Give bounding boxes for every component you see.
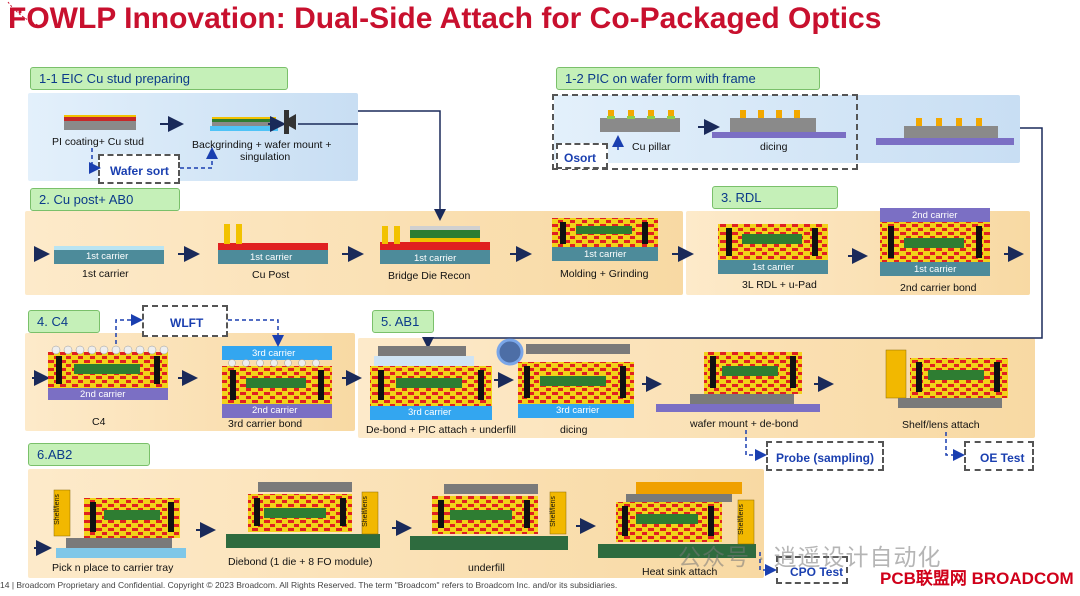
- caption-carrier3-bond: 3rd carrier bond: [228, 418, 303, 430]
- cpo-test-label: CPO Test: [790, 565, 844, 579]
- section-label-eic: 1-1 EIC Cu stud preparing: [30, 67, 288, 90]
- s5-dicing: [496, 338, 634, 418]
- shelf-lens-label: Shelf/lens: [53, 494, 61, 525]
- watermark-text: 公众号 · 逍遥设计自动化: [678, 544, 942, 570]
- carrier-label: 2nd carrier: [912, 210, 958, 221]
- caption-rdl: 3L RDL + u-Pad: [742, 279, 817, 291]
- caption-singulation: singulation: [240, 151, 291, 163]
- caption-diebond: Diebond (1 die + 8 FO module): [228, 556, 373, 568]
- s4-carrier3: [222, 346, 332, 418]
- caption-debond: De-bond + PIC attach + underfill: [366, 424, 517, 436]
- oe-test-label: OE Test: [980, 451, 1025, 465]
- eic-backgrind: [210, 117, 278, 131]
- shelf-lens-label: Shelf/lens: [361, 496, 369, 527]
- caption-dicing-pic: dicing: [760, 141, 788, 153]
- caption-underfill: underfill: [468, 562, 505, 574]
- caption-carrier1: 1st carrier: [82, 268, 129, 280]
- caption-molding: Molding + Grinding: [560, 268, 649, 280]
- pic-frame-box: [552, 94, 858, 170]
- osort-label: Osort: [564, 151, 597, 165]
- caption-bridge-recon: Bridge Die Recon: [388, 270, 471, 282]
- wlft-label: WLFT: [170, 316, 204, 330]
- carrier-label: 2nd carrier: [252, 405, 298, 416]
- wlft-box: WLFT: [142, 305, 228, 337]
- s2-cu-post: [218, 224, 328, 264]
- probe-box: Probe (sampling): [766, 441, 884, 471]
- caption-pi-coating: PI coating+ Cu stud: [52, 136, 144, 148]
- carrier-label: 1st carrier: [584, 249, 627, 260]
- carrier-label: 1st carrier: [250, 252, 293, 263]
- pic-mounted: [876, 118, 1014, 145]
- section-label-ab1: 5. AB1: [372, 310, 434, 333]
- carrier-label: 3rd carrier: [252, 348, 296, 359]
- s3-carrier2: [880, 208, 990, 276]
- cpo-test-box: CPO Test: [776, 556, 848, 584]
- page-title: FOWLP Innovation: Dual-Side Attach for C…: [8, 2, 882, 35]
- caption-c4: C4: [92, 416, 106, 428]
- s5-shelf-lens: [885, 349, 1008, 408]
- carrier-label: 1st carrier: [86, 251, 129, 262]
- caption-heat-sink: Heat sink attach: [642, 566, 718, 578]
- s2-bridge-recon: [380, 226, 490, 264]
- shelf-lens-label: Shelf/lens: [549, 496, 557, 527]
- shelf-lens-label: Shelf/lens: [737, 504, 745, 535]
- corner-decoration: [7, 1, 40, 27]
- saw-blade: [284, 110, 289, 134]
- section-label-c4: 4. C4: [28, 310, 100, 333]
- caption-cu-post: Cu Post: [252, 269, 290, 281]
- broadcom-logo: PCB联盟网 BROADCOM: [880, 569, 1074, 588]
- s3-rdl: [718, 224, 828, 274]
- carrier-label: 2nd carrier: [80, 389, 126, 400]
- section-label-rdl: 3. RDL: [712, 186, 838, 209]
- eic-wafer-stud: [64, 115, 136, 130]
- wafer-sort-box: Wafer sort: [98, 154, 180, 184]
- carrier-label: 3rd carrier: [408, 407, 452, 418]
- pic-cu-pillar: [600, 110, 680, 132]
- caption-cu-pillar: Cu pillar: [632, 141, 671, 153]
- s4-c4: [48, 345, 169, 400]
- pic-dicing: [712, 110, 846, 138]
- section-label-ab2: 6.AB2: [28, 443, 150, 466]
- section-label-cu-post: 2. Cu post+ AB0: [30, 188, 180, 211]
- s2-molding: [552, 218, 658, 261]
- carrier-label: 1st carrier: [414, 253, 457, 264]
- s6-heat-sink: [598, 482, 756, 558]
- caption-shelf-lens: Shelf/lens attach: [902, 419, 980, 431]
- footer-text: 14 | Broadcom Proprietary and Confidenti…: [0, 580, 618, 590]
- carrier-label: 3rd carrier: [556, 405, 600, 416]
- oe-test-box: OE Test: [964, 441, 1034, 471]
- osort-box: Osort: [556, 143, 608, 169]
- s2-carrier: [54, 246, 164, 264]
- caption-dicing5: dicing: [560, 424, 588, 436]
- caption-backgrinding: Backgrinding + wafer mount +: [192, 139, 332, 151]
- probe-label: Probe (sampling): [776, 451, 875, 465]
- carrier-label: 1st carrier: [914, 264, 957, 275]
- s6-diebond: [226, 482, 380, 548]
- s5-debond: [370, 346, 492, 420]
- caption-carrier2-bond: 2nd carrier bond: [900, 282, 977, 294]
- section-label-pic: 1-2 PIC on wafer form with frame: [556, 67, 820, 90]
- s5-wafer-mount: [656, 352, 820, 412]
- s6-pick-place: [53, 489, 186, 558]
- caption-wafer-mount: wafer mount + de-bond: [690, 418, 799, 430]
- carrier-label: 1st carrier: [752, 262, 795, 273]
- caption-pick-place: Pick n place to carrier tray: [52, 562, 174, 574]
- s6-underfill: [410, 484, 568, 550]
- panel-eic: [28, 93, 358, 181]
- wafer-sort-label: Wafer sort: [110, 164, 169, 178]
